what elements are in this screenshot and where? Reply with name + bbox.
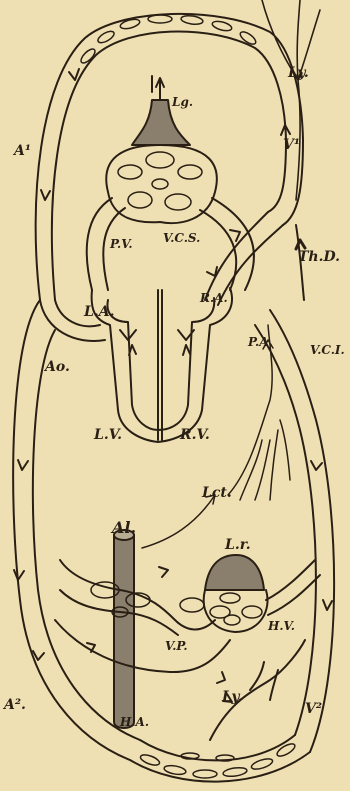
label-inferior-vena-cava: V.C.I. bbox=[310, 344, 345, 356]
label-lymphatic-top: Ly. bbox=[288, 66, 309, 80]
label-pulmonary-artery: P.A. bbox=[248, 336, 273, 348]
systemic-outer-loop bbox=[13, 225, 334, 782]
label-alimentary-canal: Al. bbox=[112, 520, 136, 536]
lymph-vessels-top bbox=[262, 0, 320, 200]
lung-circulation bbox=[87, 76, 254, 290]
label-superior-vena-cava: V.C.S. bbox=[163, 232, 200, 244]
label-right-ventricle: R.V. bbox=[180, 428, 210, 442]
label-vein-v1: V¹ bbox=[283, 138, 300, 152]
lacteals bbox=[142, 325, 290, 548]
label-vein-v2: V² bbox=[305, 702, 322, 716]
label-left-atrium: L.A. bbox=[84, 305, 114, 319]
label-left-ventricle: L.V. bbox=[94, 428, 122, 442]
upper-systemic-loop bbox=[36, 14, 303, 300]
label-artery-a2: A². bbox=[4, 698, 26, 712]
label-liver: L.r. bbox=[225, 538, 251, 552]
label-hepatic-artery: H.A. bbox=[120, 716, 149, 728]
label-aorta: Ao. bbox=[45, 360, 70, 374]
label-lacteals: Lct. bbox=[202, 486, 232, 500]
label-lymphatic-bottom: Ly. bbox=[222, 690, 243, 704]
label-right-atrium: R.A. bbox=[200, 292, 228, 304]
label-lungs: Lg. bbox=[172, 96, 193, 108]
upper-capillary-bed bbox=[79, 15, 258, 66]
label-thoracic-duct: Th.D. bbox=[298, 250, 340, 264]
label-portal-vein: V.P. bbox=[165, 640, 188, 652]
label-hepatic-vein: H.V. bbox=[268, 620, 295, 632]
portal-circulation bbox=[55, 530, 320, 740]
label-artery-a1: A¹ bbox=[14, 144, 31, 158]
label-pulmonary-vein: P.V. bbox=[110, 238, 133, 250]
